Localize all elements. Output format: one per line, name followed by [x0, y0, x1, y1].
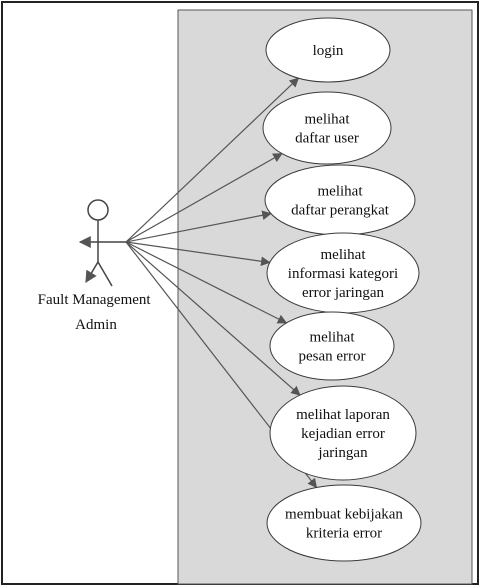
uc-kebijakan-ellipse — [266, 484, 422, 562]
association-uc-pesan-error — [125, 241, 288, 324]
association-uc-daftar-perangkat — [125, 210, 272, 243]
association-uc-info-kategori — [125, 241, 271, 267]
uc-laporan-kejadian-label-line-2: kejadian error — [301, 426, 385, 442]
uc-kebijakan-label: membuat kebijakan kriteria error — [285, 507, 403, 542]
uc-info-kategori-label: melihat informasi kategori error jaringan — [288, 247, 398, 301]
use-case-group: login melihat daftar user melihat daftar per… — [262, 17, 422, 562]
actor-leg-right — [97, 261, 113, 287]
actor-name-line-2: Admin — [75, 317, 117, 333]
uc-pesan-error-ellipse — [269, 311, 395, 381]
actor-name-line-1: Fault Management — [38, 292, 152, 308]
uc-daftar-perangkat-ellipse — [264, 164, 416, 236]
association-uc-login — [125, 77, 300, 243]
uc-info-kategori-label-line-2: informasi kategori — [288, 266, 398, 282]
uc-login-label: login — [313, 43, 344, 59]
association-lines — [125, 77, 318, 489]
uc-daftar-perangkat-label-line-2: daftar perangkat — [291, 203, 390, 219]
uc-pesan-error-label-line-2: pesan error — [298, 349, 365, 365]
uc-kebijakan-label-line-2: kriteria error — [306, 526, 382, 542]
uc-info-kategori-label-line-3: error jaringan — [302, 285, 385, 301]
uc-daftar-perangkat-label: melihat daftar perangkat — [291, 184, 390, 219]
uc-daftar-user-ellipse — [262, 91, 392, 165]
uc-info-kategori-label-line-1: melihat — [321, 247, 367, 263]
association-uc-laporan-kejadian — [125, 241, 301, 396]
uc-login-ellipse — [265, 17, 391, 83]
association-uc-daftar-user — [125, 153, 283, 243]
uc-laporan-kejadian-label: melihat laporan kejadian error jaringan — [296, 407, 390, 461]
actor — [78, 199, 126, 287]
uc-kebijakan-label-line-1: membuat kebijakan — [285, 507, 403, 523]
uc-laporan-kejadian-ellipse — [269, 385, 417, 481]
uc-pesan-error-label-line-1: melihat — [310, 330, 356, 346]
uc-daftar-user-label-line-1: melihat — [305, 112, 351, 128]
actor-leg-left — [85, 261, 99, 284]
uc-laporan-kejadian-label-line-3: jaringan — [317, 445, 368, 461]
uc-daftar-user-label-line-2: daftar user — [295, 131, 359, 147]
uc-laporan-kejadian-label-line-1: melihat laporan — [296, 407, 390, 423]
actor-name: Fault Management Admin — [38, 292, 155, 333]
uc-login-label-line-1: login — [313, 43, 344, 59]
uc-pesan-error-label: melihat pesan error — [298, 330, 365, 365]
uc-daftar-user-label: melihat daftar user — [295, 112, 359, 147]
uc-daftar-perangkat-label-line-1: melihat — [318, 184, 364, 200]
actor-head — [87, 199, 109, 221]
